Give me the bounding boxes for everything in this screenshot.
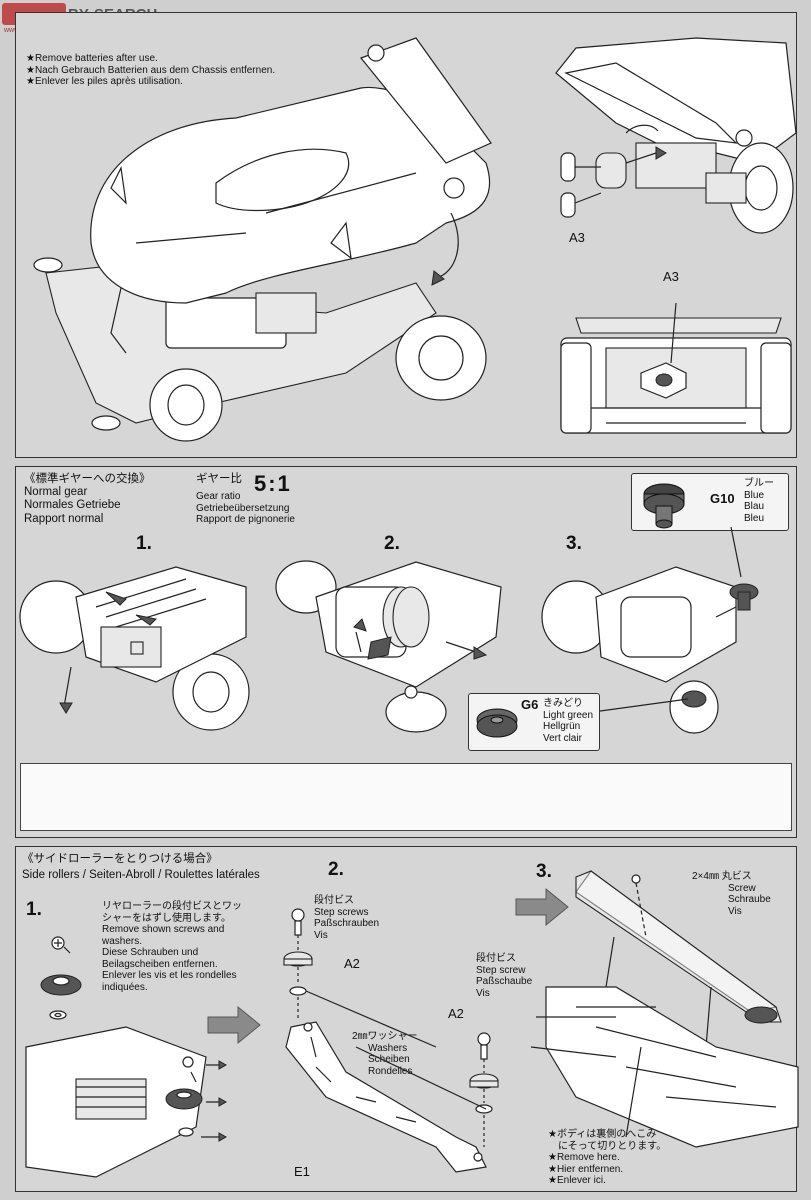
gear-g6-code: G6: [521, 697, 539, 712]
gear-g10-code: G10: [710, 491, 735, 506]
side-roller-illustrations: [25, 870, 799, 1178]
gear-swap-illustrations: [19, 526, 759, 734]
screw-2x4-jp: 2×4㎜ 丸ビス: [692, 871, 752, 882]
body-cut-note: ★ボディは裏側のへこみ にそって切りとります。 ★Remove here. ★H…: [548, 1129, 666, 1187]
g6-jp: きみどり: [543, 698, 583, 709]
g10-jp: ブルー: [744, 478, 774, 489]
gear-g6-icon: [476, 708, 518, 738]
g6-fr: Vert clair: [543, 732, 582, 744]
washers-jp: 2㎜ワッシャー: [352, 1031, 418, 1042]
screw-2x4-de: Schraube: [728, 894, 771, 905]
step-screw-en: Step screw: [476, 964, 526, 976]
screw-icon: [51, 936, 71, 954]
screw-2x4-en: Screw: [728, 882, 756, 894]
side-rollers-header-jp: 《サイドローラーをとりつける場合》: [22, 853, 218, 865]
label-e1: E1: [294, 1164, 310, 1179]
step-screw-jp: 段付ビス: [476, 953, 516, 964]
step1-fr-2: indiquées.: [102, 981, 148, 993]
step-screws-fr: Vis: [314, 929, 328, 941]
g10-de: Blau: [744, 501, 765, 512]
step-screw-fr: Vis: [476, 987, 490, 999]
section-battery-removal: ★Remove batteries after use. ★Nach Gebra…: [15, 12, 797, 458]
ratio-en: Gear ratio: [196, 491, 241, 502]
blank-note-strip: [20, 763, 792, 831]
header-de: Normales Getriebe: [24, 499, 121, 512]
header-fr: Rapport normal: [24, 512, 104, 525]
car-body-lift-illustration: [33, 37, 797, 442]
body-note-de: ★Hier entfernen.: [548, 1163, 624, 1175]
g6-de: Hellgrün: [543, 721, 581, 732]
normal-gear-header: 《標準ギヤーへの交換》 Normal gear Normales Getrieb…: [24, 473, 151, 526]
step-number: 2.: [384, 533, 400, 554]
gear-g10-icon: [643, 483, 685, 529]
section-normal-gear: 《標準ギヤーへの交換》 Normal gear Normales Getrieb…: [15, 466, 797, 838]
screw-2x4-fr: Vis: [728, 905, 742, 917]
washers-en: Washers: [368, 1042, 408, 1054]
step1-jp-2: シャーをはずし使用します。: [102, 912, 231, 924]
header-en: Normal gear: [24, 486, 88, 499]
label-a3-bottom: A3: [663, 269, 679, 284]
g10-en: Blue: [744, 489, 765, 501]
step1-de-2: Beilagscheiben entfernen.: [102, 958, 218, 970]
gear-g6-callout: G6 きみどり Light green Hellgrün Vert clair: [468, 693, 600, 751]
step1-instructions: リヤローラーの段付ビスとワッ シャーをはずし使用します。 Remove show…: [102, 901, 242, 993]
ratio-fr: Rapport de pignonerie: [196, 514, 295, 525]
step1-jp-1: リヤローラーの段付ビスとワッ: [102, 901, 242, 912]
gear-ratio-labels: Gear ratio Getriebeübersetzung Rapport d…: [196, 491, 295, 526]
note-line: ★Nach Gebrauch Batterien aus dem Chassis…: [26, 64, 276, 76]
washers-de: Scheiben: [368, 1054, 410, 1065]
header-jp: 《標準ギヤーへの交換》: [24, 473, 151, 485]
step-screw-label: 段付ビス Step screw Paßschaube Vis: [476, 953, 532, 999]
label-a3-top: A3: [569, 230, 585, 245]
step-screws-jp: 段付ビス: [314, 895, 354, 906]
step1-de-1: Diese Schrauben und: [102, 947, 199, 958]
body-note-jp-1: ★ボディは裏側のへこみ: [548, 1129, 657, 1140]
ratio-de: Getriebeübersetzung: [196, 502, 290, 514]
step-screw-de: Paßschaube: [476, 976, 533, 987]
gear-ratio-jp: ギヤー比: [196, 473, 242, 485]
note-line: ★Remove batteries after use.: [26, 53, 158, 64]
body-note-fr: ★Enlever ici.: [548, 1175, 606, 1186]
step1-en-2: washers.: [102, 935, 143, 947]
section-side-rollers: 《サイドローラーをとりつける場合》 Side rollers / Seiten-…: [15, 846, 799, 1192]
step-screws-label: 段付ビス Step screws Paßschrauben Vis: [314, 895, 379, 941]
step-number: 1.: [136, 533, 152, 554]
washers-fr: Rondelles: [368, 1065, 413, 1077]
gear-g6-names: きみどり Light green Hellgrün Vert clair: [543, 698, 593, 744]
screw-2x4-label: 2×4㎜ 丸ビス Screw Schraube Vis: [692, 871, 771, 917]
step-number: 3.: [536, 861, 552, 882]
washers-label: 2㎜ワッシャー Washers Scheiben Rondelles: [352, 1031, 418, 1077]
gear-ratio-value: 5:1: [254, 471, 292, 496]
note-line: ★Enlever les piles après utilisation.: [26, 76, 183, 87]
battery-notes: ★Remove batteries after use. ★Nach Gebra…: [26, 53, 275, 88]
step-screws-de: Paßschrauben: [314, 918, 380, 929]
g6-en: Light green: [543, 709, 594, 721]
body-note-jp-2: にそって切りとります。: [558, 1140, 667, 1152]
step1-fr-1: Enlever les vis et les rondelles: [102, 970, 237, 981]
step-number: 3.: [566, 533, 582, 554]
label-a2: A2: [448, 1006, 464, 1021]
label-a2: A2: [344, 956, 360, 971]
g10-fr: Bleu: [744, 512, 765, 524]
gear-g10-callout: G10 ブルー Blue Blau Bleu: [631, 473, 789, 531]
side-rollers-header-en: Side rollers / Seiten-Abroll / Roulettes…: [22, 869, 260, 881]
step-screws-en: Step screws: [314, 906, 369, 918]
gear-g10-names: ブルー Blue Blau Bleu: [744, 478, 774, 524]
body-note-en: ★Remove here.: [548, 1152, 620, 1163]
step1-en-1: Remove shown screws and: [102, 924, 225, 935]
step-number: 1.: [26, 899, 42, 920]
step-number: 2.: [328, 859, 344, 880]
